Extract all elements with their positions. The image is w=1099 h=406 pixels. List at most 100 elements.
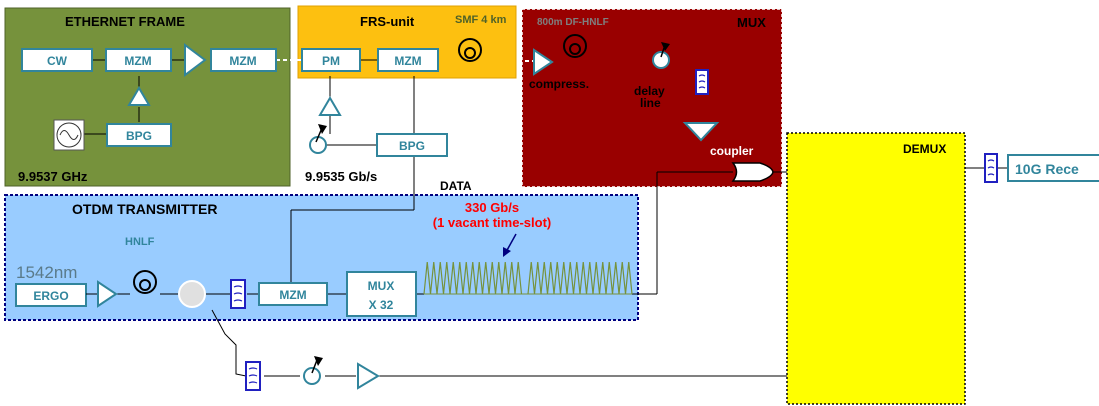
data-rate-label: 330 Gb/s bbox=[465, 200, 519, 215]
driver-amplifier-frs bbox=[318, 96, 342, 116]
pulse bbox=[436, 261, 445, 295]
pulse bbox=[605, 261, 614, 295]
smf-label: SMF 4 km bbox=[455, 14, 507, 26]
pulse bbox=[462, 261, 471, 295]
compressor-amplifier bbox=[533, 48, 554, 76]
otdm-amplifier bbox=[97, 280, 118, 308]
pulse bbox=[481, 261, 490, 295]
bpg-frs-label: BPG bbox=[399, 139, 425, 153]
bpg-ethernet[interactable] bbox=[106, 123, 172, 147]
pulse bbox=[501, 261, 510, 295]
pulse bbox=[618, 261, 627, 295]
pulse bbox=[527, 261, 536, 295]
delay-line-word-2: line bbox=[640, 96, 661, 110]
demux-panel bbox=[786, 132, 966, 405]
hnlf-label: HNLF bbox=[125, 236, 155, 248]
delay-line-word-1: delay bbox=[634, 84, 665, 98]
otdm-title: OTDM TRANSMITTER bbox=[72, 201, 217, 217]
receiver-label: 10G Rece bbox=[1015, 161, 1079, 177]
coupler-icon bbox=[731, 162, 774, 182]
receiver-box[interactable] bbox=[1007, 154, 1099, 182]
mux-title: MUX bbox=[737, 15, 766, 30]
vacant-slot-label: (1 vacant time-slot) bbox=[433, 215, 551, 230]
vacant-slot-arrow-icon bbox=[503, 233, 517, 257]
pulse bbox=[566, 261, 575, 295]
demux-title: DEMUX bbox=[903, 142, 946, 156]
mzm-frs-label: MZM bbox=[394, 54, 421, 68]
pulse bbox=[546, 261, 555, 295]
pulse bbox=[592, 261, 601, 295]
frs-unit-title: FRS-unit bbox=[360, 14, 415, 29]
smf-fiber-spool-icon bbox=[458, 38, 482, 62]
ethernet-frame-panel bbox=[4, 7, 291, 187]
data-label: DATA bbox=[440, 179, 472, 193]
cw-laser-label: CW bbox=[47, 54, 68, 68]
pulse bbox=[468, 261, 477, 295]
delay-line-label: delay line bbox=[634, 84, 668, 110]
pulse-train bbox=[423, 261, 633, 295]
clock-frequency-label: 9.9537 GHz bbox=[18, 169, 88, 184]
ergo-label: ERGO bbox=[33, 289, 68, 303]
pulse bbox=[540, 261, 549, 295]
amplifier-triangle-ethernet bbox=[184, 43, 207, 77]
pulse bbox=[572, 261, 581, 295]
pm-phase-modulator[interactable] bbox=[301, 48, 361, 72]
pulse bbox=[449, 261, 458, 295]
pulse bbox=[507, 261, 516, 295]
pulse bbox=[429, 261, 438, 295]
mzm-modulator-2[interactable] bbox=[210, 48, 277, 72]
pulse bbox=[455, 261, 464, 295]
df-hnlf-fiber-spool-icon bbox=[563, 34, 587, 58]
mzm-otdm[interactable] bbox=[258, 282, 328, 306]
mzm-2-label: MZM bbox=[229, 54, 256, 68]
wavelength-label: 1542nm bbox=[16, 263, 77, 282]
pulse bbox=[611, 261, 620, 295]
bandpass-filter-otdm-icon bbox=[230, 279, 246, 309]
pulse bbox=[559, 261, 568, 295]
bottom-amplifier bbox=[357, 362, 380, 390]
bandpass-filter-bottom-icon bbox=[245, 361, 261, 391]
mux-x32-line2: X 32 bbox=[369, 298, 394, 312]
delay-line-icon bbox=[652, 42, 670, 69]
mux-panel bbox=[521, 8, 783, 188]
pulse bbox=[475, 261, 484, 295]
mux-downward-amplifier bbox=[682, 122, 720, 142]
mzm-otdm-label: MZM bbox=[279, 288, 306, 302]
pulse bbox=[553, 261, 562, 295]
bpg-ethernet-label: BPG bbox=[126, 129, 152, 143]
pulse bbox=[514, 261, 523, 295]
pulse bbox=[598, 261, 607, 295]
hnlf-fiber-label: 800m DF-HNLF bbox=[537, 17, 609, 28]
pulse bbox=[585, 261, 594, 295]
mzm-1-label: MZM bbox=[124, 54, 151, 68]
mzm-frs[interactable] bbox=[377, 48, 439, 72]
driver-amplifier-ethernet bbox=[127, 86, 151, 106]
coupler-label: coupler bbox=[710, 144, 754, 158]
tunable-delay-bottom-icon bbox=[303, 356, 323, 385]
pulse bbox=[488, 261, 497, 295]
bandpass-filter-receiver-icon bbox=[984, 153, 998, 183]
splitter-circle bbox=[178, 280, 206, 308]
mux-x32-line1: MUX bbox=[368, 279, 395, 293]
compress-label: compress. bbox=[529, 77, 589, 91]
rf-clock-source-circle bbox=[56, 122, 82, 148]
ergo-laser-box[interactable] bbox=[15, 283, 87, 307]
pulse bbox=[624, 261, 633, 295]
bpg-frs[interactable] bbox=[376, 133, 448, 157]
mux-x32-box[interactable] bbox=[346, 271, 417, 317]
pulse bbox=[423, 261, 432, 295]
bandpass-filter-mux-icon bbox=[695, 69, 709, 95]
pulse bbox=[442, 261, 451, 295]
mzm-modulator-1[interactable] bbox=[105, 48, 172, 72]
pm-label: PM bbox=[322, 54, 340, 68]
pulse bbox=[533, 261, 542, 295]
frs-bit-rate-label: 9.9535 Gb/s bbox=[305, 169, 377, 184]
hnlf-fiber-spool-icon bbox=[133, 270, 157, 294]
cw-laser-box[interactable] bbox=[21, 48, 93, 72]
sine-wave-icon bbox=[59, 130, 79, 140]
ethernet-frame-title: ETHERNET FRAME bbox=[65, 14, 185, 29]
pulse bbox=[579, 261, 588, 295]
pulse bbox=[494, 261, 503, 295]
tunable-delay-icon-frs bbox=[309, 124, 327, 154]
